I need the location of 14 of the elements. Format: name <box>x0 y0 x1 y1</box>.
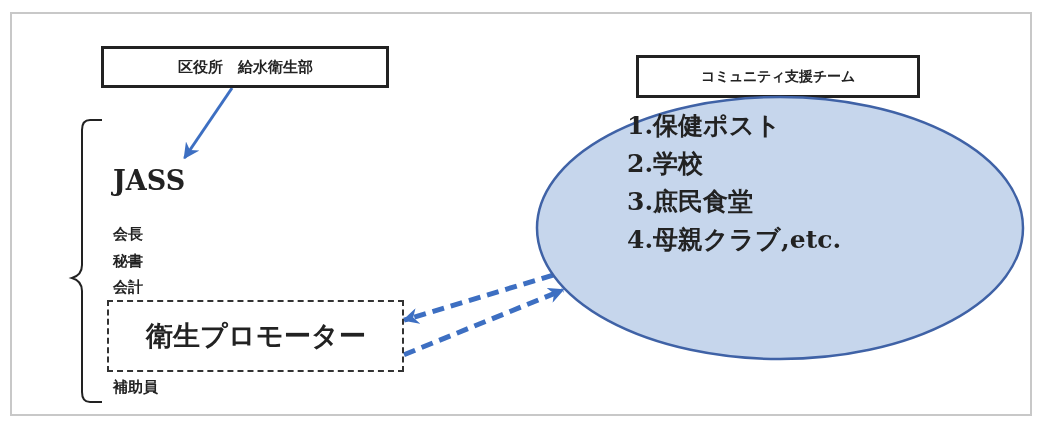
organization-label: JASS <box>113 158 223 194</box>
team-box: コミュニティ支援チーム <box>636 55 920 98</box>
list-item: 2.学校 <box>627 148 705 180</box>
promoter-box: 衛生プロモーター <box>107 300 404 372</box>
arrow <box>402 272 554 324</box>
department-box: 区役所 給水衛生部 <box>101 46 389 88</box>
list-item: 3.庶民食堂 <box>627 186 755 218</box>
arrow <box>403 287 565 358</box>
list-item: 4.母親クラブ,etc. <box>627 224 842 256</box>
list-item: 1.保健ポスト <box>627 110 783 142</box>
role-label: 会長 <box>113 227 143 242</box>
arrow <box>183 87 234 160</box>
team-ellipse <box>535 95 1025 361</box>
role-label: 秘書 <box>113 254 143 269</box>
